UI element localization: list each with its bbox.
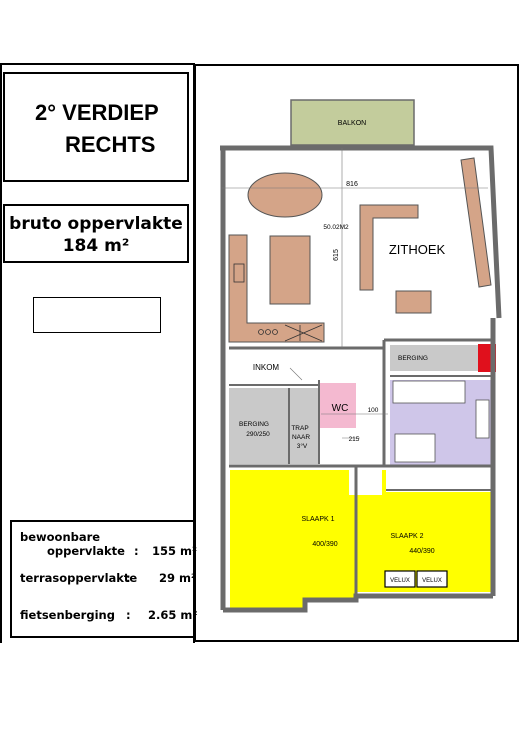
stat-sep-3: : <box>126 608 131 622</box>
furniture <box>228 157 492 343</box>
bruto-area-box: bruto oppervlakte 184 m² <box>3 204 189 263</box>
kitchen-counter <box>228 234 325 343</box>
wc-label: WC <box>332 403 349 414</box>
stat-label-1b: oppervlakte <box>47 544 125 558</box>
slaapk2-dims: 440/390 <box>409 548 434 555</box>
bedroom-2-fill <box>356 470 491 592</box>
title-line-1: 2° VERDIEP <box>35 100 159 125</box>
slaapk1-label: SLAAPK 1 <box>301 516 334 523</box>
plan-frame <box>194 64 519 642</box>
velux-1-label: VELUX <box>390 578 410 584</box>
stat-sep-2: : <box>126 571 131 585</box>
velux-2 <box>416 570 448 588</box>
trap-label-2: NAAR <box>292 434 310 441</box>
bruto-label: bruto oppervlakte <box>9 214 183 234</box>
wc-fill <box>319 383 356 428</box>
stat-sep-1: : <box>134 544 139 558</box>
trap-fill <box>289 388 319 464</box>
stat-value-2: 29 m² <box>159 571 197 585</box>
trap-label-3: 3°V <box>297 442 308 450</box>
stat-label-2: terrasoppervlakte <box>20 571 138 585</box>
corner-sofa <box>359 204 419 291</box>
slaapk2-label: SLAAPK 2 <box>390 533 423 540</box>
empty-box <box>33 297 161 333</box>
wall-cabinet <box>460 157 492 288</box>
berging-left-label: BERGING <box>239 421 269 428</box>
berging-top-fill <box>390 345 478 371</box>
stat-label-3: fietsenberging <box>20 608 115 622</box>
coffee-table <box>395 290 432 314</box>
kitchen-details <box>233 263 323 342</box>
zithoek-label: ZITHOEK <box>389 242 446 257</box>
trap-label-1: TRAP <box>291 425 308 432</box>
berging-left-dims: 290/250 <box>246 431 270 438</box>
inkom-label: INKOM <box>253 363 280 372</box>
balkon <box>290 99 415 146</box>
dim-height: 615 <box>333 249 340 261</box>
dim-width: 816 <box>346 181 358 188</box>
bedroom-1-fill <box>230 470 356 610</box>
slaapk1-dims: 400/390 <box>312 541 337 548</box>
stat-label-1a: bewoonbare <box>20 530 101 544</box>
kitchen-island <box>269 235 311 305</box>
velux-2-label: VELUX <box>422 578 442 584</box>
stat-value-1: 155 m² <box>152 544 198 558</box>
berging-top-label: BERGING <box>398 355 428 362</box>
dim-215: 215 <box>349 436 360 443</box>
velux-1 <box>384 570 416 588</box>
dim-100: 100 <box>368 407 379 414</box>
balkon-label: BALKON <box>338 120 366 127</box>
dimension-lines <box>222 148 488 439</box>
berging-left-fill <box>229 388 289 464</box>
stat-value-3: 2.65 m² <box>148 608 198 622</box>
title-box: 2° VERDIEP RECHTS <box>3 72 189 182</box>
dining-table <box>247 172 323 218</box>
bruto-value: 184 m² <box>62 236 130 256</box>
bathroom-fixtures <box>392 380 490 463</box>
stats-box: bewoonbare oppervlakte : 155 m² terrasop… <box>10 520 198 638</box>
area-living: 50.02M2 <box>323 224 349 231</box>
title-line-2: RECHTS <box>65 132 156 157</box>
walls <box>220 145 502 613</box>
